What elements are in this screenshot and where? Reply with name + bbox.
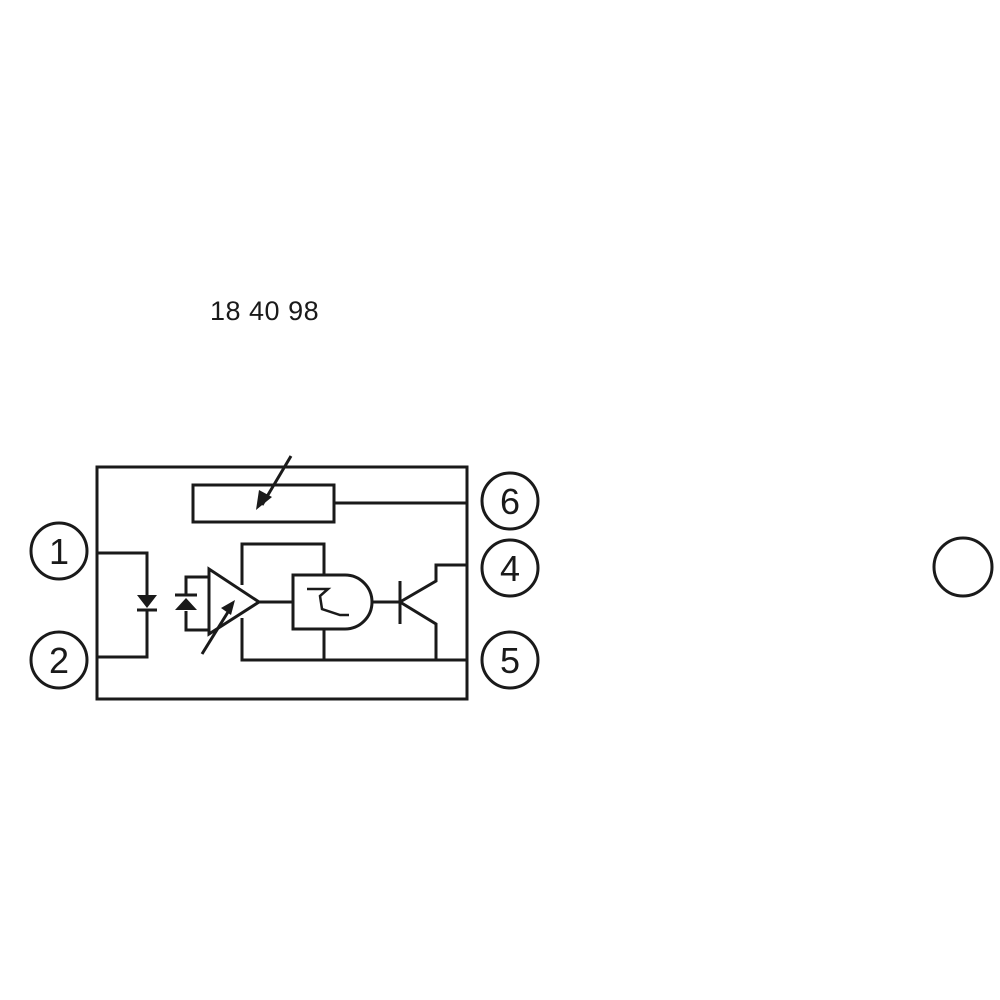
photodiode-receiver	[175, 575, 209, 632]
terminal-pin-6: 6	[480, 471, 540, 531]
adjustable-resistor	[191, 455, 467, 524]
pin-6-label: 6	[500, 481, 520, 522]
reference-number: 18 40 98	[210, 296, 320, 326]
adjustable-amplifier	[200, 566, 293, 655]
pin-2-label: 2	[49, 640, 69, 681]
schmitt-trigger-and-gate	[291, 573, 400, 631]
terminal-pin-2: 2	[29, 630, 89, 690]
diode-triangle-icon	[137, 595, 157, 608]
empty-circle-symbol	[932, 536, 994, 598]
hysteresis-icon	[307, 587, 349, 617]
internal-wiring	[240, 542, 467, 662]
adjust-arrow-icon	[256, 490, 272, 510]
led-emitter	[97, 551, 157, 659]
pin-1-label: 1	[49, 531, 69, 572]
terminal-pin-5: 5	[480, 630, 540, 690]
npn-transistor-output	[398, 563, 467, 660]
gain-adjust-arrow-icon	[221, 600, 235, 615]
terminal-pin-1: 1	[29, 521, 89, 581]
pin-4-label: 4	[500, 548, 520, 589]
photodiode-triangle-icon	[175, 598, 197, 610]
pin-5-label: 5	[500, 640, 520, 681]
terminal-pin-4: 4	[480, 538, 540, 598]
housing-outline	[95, 465, 469, 701]
